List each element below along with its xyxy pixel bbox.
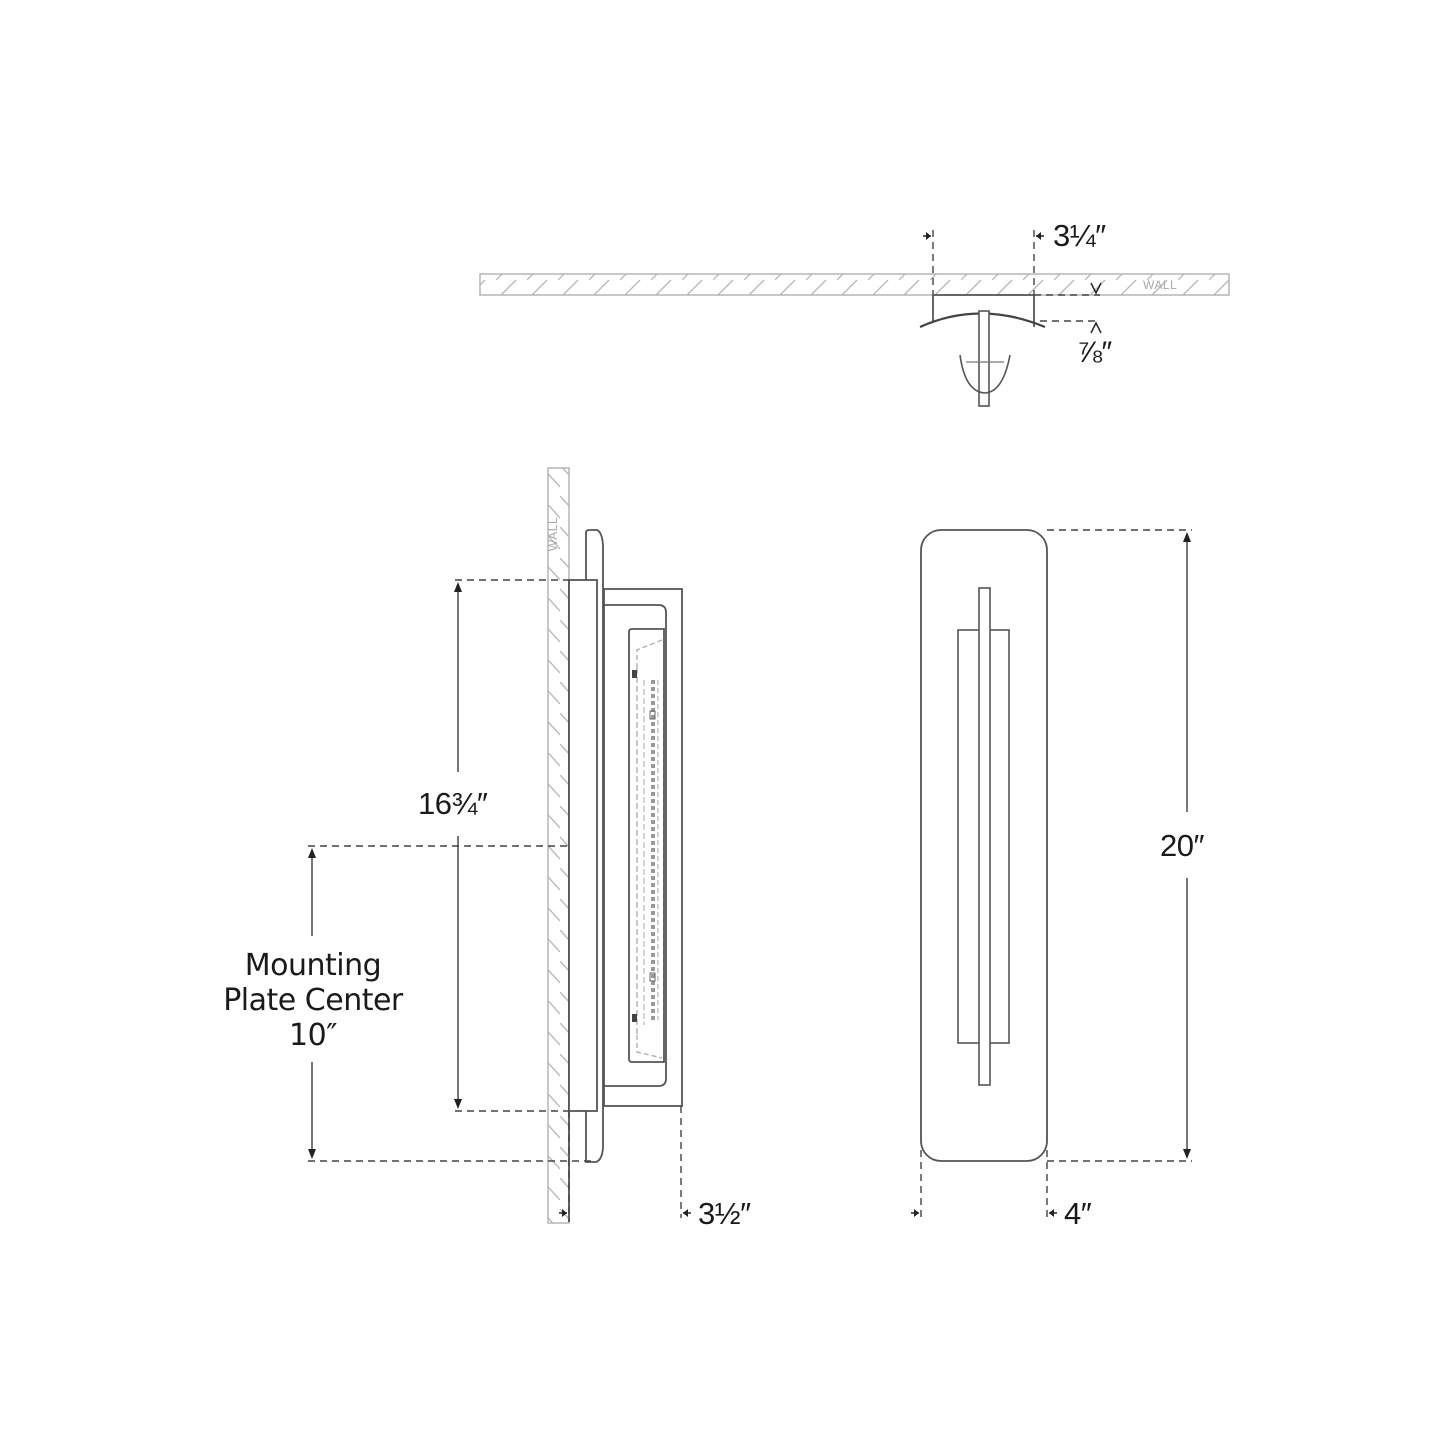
top-projection-dimension: ⅞″ <box>1077 336 1112 369</box>
front-view <box>911 529 1192 1218</box>
side-view <box>308 467 691 1224</box>
side-mounting-block <box>568 579 598 1112</box>
front-width-dimension: 4″ <box>1064 1196 1092 1231</box>
mounting-plate-center-label: Mounting Plate Center 10″ <box>198 948 428 1053</box>
top-wall <box>479 273 1230 296</box>
mounting-label-line2: Plate Center <box>223 983 403 1018</box>
top-shade <box>959 354 1011 394</box>
side-height-dimension: 16¾″ <box>418 786 488 821</box>
front-height-dimension: 20″ <box>1160 828 1204 863</box>
mounting-dimension: 10″ <box>289 1018 337 1053</box>
front-bar <box>978 587 991 1086</box>
side-wall-label: WALL <box>546 516 561 552</box>
top-width-dimension: 3¼″ <box>1053 218 1106 253</box>
top-stem <box>978 310 990 407</box>
mounting-label-line1: Mounting <box>244 948 382 983</box>
side-diffuser <box>628 628 665 1063</box>
side-depth-dimension: 3½″ <box>698 1196 751 1231</box>
top-wall-label: WALL <box>1143 278 1178 292</box>
top-view <box>479 230 1230 407</box>
